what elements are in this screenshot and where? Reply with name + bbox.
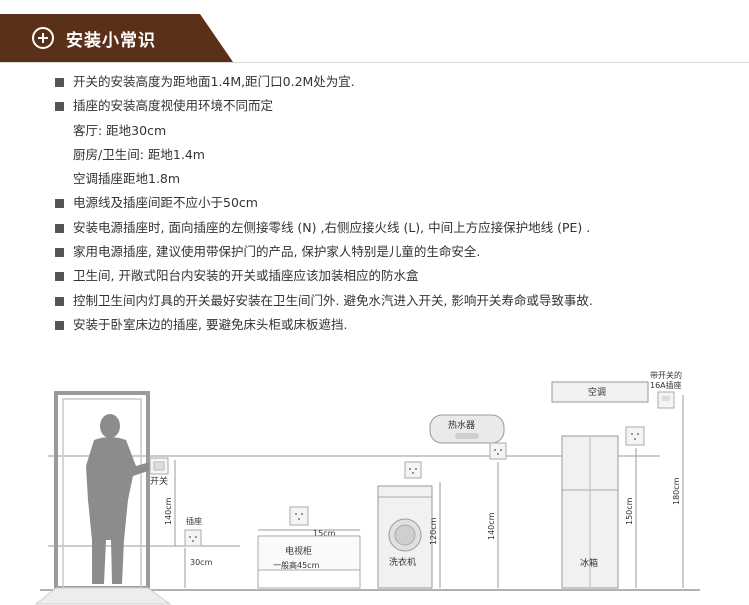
water-heater-label: 热水器 bbox=[448, 419, 475, 431]
section-title: 安装小常识 bbox=[66, 31, 156, 51]
tip-subitem: 空调插座距地1.8m bbox=[73, 171, 181, 187]
tip-item: 控制卫生间内灯具的开关最好安装在卫生间门外. 避免水汽进入开关, 影响开关寿命或… bbox=[55, 289, 593, 313]
person-silhouette bbox=[86, 414, 151, 584]
fridge-label: 冰箱 bbox=[580, 557, 598, 569]
socket-label: 插座 bbox=[186, 516, 202, 526]
ac-socket-label-1: 带开关的 bbox=[650, 370, 682, 380]
dim-180-label: 180cm bbox=[672, 477, 681, 505]
tip-subitem: 厨房/卫生间: 距地1.4m bbox=[73, 146, 205, 162]
air-conditioner bbox=[551, 381, 649, 403]
tip-item: 电源线及插座间距不应小于50cm bbox=[55, 191, 593, 215]
dim-150-label: 150cm bbox=[625, 497, 634, 525]
tip-subitem: 客厅: 距地30cm bbox=[73, 122, 167, 138]
socket-fridge bbox=[625, 426, 645, 446]
divider bbox=[0, 62, 749, 63]
washer-label: 洗衣机 bbox=[389, 556, 416, 568]
socket-washer bbox=[404, 461, 422, 479]
switch-rocker bbox=[153, 461, 165, 471]
switch-label: 开关 bbox=[150, 475, 168, 487]
socket-low bbox=[184, 529, 202, 547]
dim-15-label: 15cm bbox=[313, 529, 336, 538]
tips-list: 开关的安装高度为距地面1.4M,距门口0.2M处为宜. 插座的安装高度视使用环境… bbox=[55, 70, 593, 337]
dim-30-label: 30cm bbox=[190, 558, 213, 567]
washing-machine bbox=[377, 485, 433, 589]
ac-label: 空调 bbox=[588, 386, 606, 398]
tv-cabinet-label: 电视柜 bbox=[285, 545, 312, 557]
water-heater bbox=[429, 414, 505, 444]
tip-item: 卫生间, 开敞式阳台内安装的开关或插座应该加装相应的防水盒 bbox=[55, 264, 593, 288]
section-banner: 安装小常识 bbox=[0, 14, 233, 62]
socket-heater bbox=[489, 442, 507, 460]
tip-item: 安装电源插座时, 面向插座的左侧接零线 (N) ,右侧应接火线 (L), 中间上… bbox=[55, 216, 593, 240]
tv-height-label: 一般高45cm bbox=[273, 560, 320, 570]
dim-140-heater-label: 140cm bbox=[487, 512, 496, 540]
tv-cabinet bbox=[257, 535, 361, 571]
dim-120-label: 120cm bbox=[429, 517, 438, 545]
plus-circle-icon bbox=[32, 27, 54, 49]
tv-cabinet-base bbox=[257, 569, 361, 589]
tip-item: 家用电源插座, 建议使用带保护门的产品, 保护家人特别是儿童的生命安全. bbox=[55, 240, 593, 264]
ac-socket-label-2: 16A插座 bbox=[650, 380, 682, 390]
dim-140-switch-label: 140cm bbox=[164, 497, 173, 525]
door-floor bbox=[34, 587, 172, 605]
tip-item: 插座的安装高度视使用环境不同而定 bbox=[55, 94, 593, 118]
socket-tv bbox=[289, 506, 309, 526]
tip-item: 安装于卧室床边的插座, 要避免床头柜或床板遮挡. bbox=[55, 313, 593, 337]
tip-item: 开关的安装高度为距地面1.4M,距门口0.2M处为宜. bbox=[55, 70, 593, 94]
